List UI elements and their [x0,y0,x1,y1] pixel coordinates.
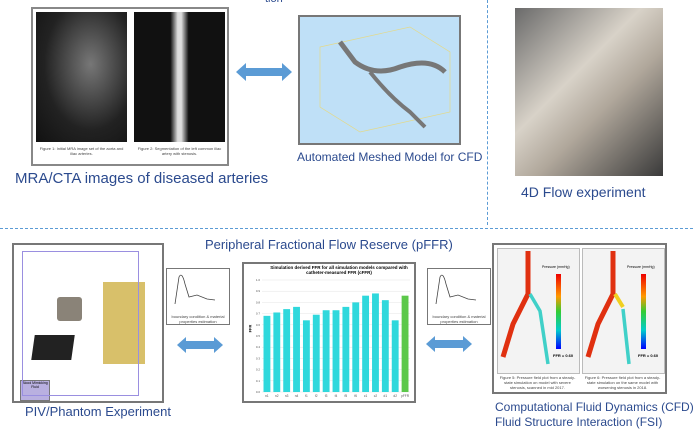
ffr-bar-chart: 0.0 0.1 0.2 0.3 0.4 0.5 0.6 0.7 0.8 0.9 1.0 n1 n2 n3 n… [256,278,410,398]
cfd-label: Computational Fluid Dynamics (CFD) [495,400,693,414]
camera-device [57,297,82,321]
x-tick-label: n1 [265,394,269,398]
legend-title: Pressure (mmHg) [542,265,570,269]
y-tick-label: 0.0 [256,390,261,394]
ffr-value-2: FFR = 0.60 [638,353,659,358]
meshed-model-panel [298,15,461,145]
bar-d1 [381,300,389,392]
cfd-figure-5: Pressure (mmHg) FFR = 0.60 [497,248,580,374]
mesh-label: Automated Meshed Model for CFD [297,150,483,164]
vertical-divider [487,0,488,225]
artery-pressure-plot-1 [500,251,561,365]
double-arrow-icon [426,336,472,352]
y-tick-label: 0.6 [256,323,261,327]
y-tick-label: 0.1 [256,379,261,383]
bar-f6 [352,302,360,392]
flow-label: 4D Flow experiment [521,184,646,200]
x-tick-label: d1 [384,394,388,398]
chart-title: Simulation derived FFR for all simulatio… [270,265,408,275]
fig5-caption: Figure 5: Pressure field plot from a ste… [499,375,576,390]
x-tick-label: f2 [315,394,318,398]
tubing-loop [22,251,139,396]
bar-pFFR [401,295,409,392]
mra-image-1 [36,12,127,142]
double-arrow-icon [236,63,292,81]
bar-f1 [302,320,310,392]
mesh-model-image [319,26,451,133]
mra-images-panel: Figure 1: Initial MRA image set of the a… [31,7,229,166]
fluid-box-label: Blood Mimicking Fluid [22,381,48,389]
fig2-caption: Figure 2: Segmentation of the left commo… [137,146,222,156]
piv-panel: Blood Mimicking Fluid [12,243,164,403]
bar-d2 [391,320,399,392]
cfd-figure-6: Pressure (mmHg) FFR = 0.60 [582,248,665,374]
x-tick-label: c2 [374,394,378,398]
x-tick-label: f6 [354,394,357,398]
piv-label: PIV/Phantom Experiment [25,404,171,419]
pressure-curve-icon [435,274,477,305]
mra-label: MRA/CTA images of diseased arteries [15,170,269,187]
artery-pressure-plot-2 [585,251,646,365]
x-tick-label: f1 [305,394,308,398]
fig1-caption: Figure 1: Initial MRA image set of the a… [39,146,124,156]
ffr-value-1: FFR = 0.60 [553,353,574,358]
bar-c1 [362,295,370,392]
fsi-label: Fluid Structure Interaction (FSI) [495,415,663,429]
y-tick-label: 0.4 [256,345,261,349]
bar-n3 [283,309,291,392]
bar-f3 [322,310,330,392]
y-tick-label: 0.3 [256,356,261,360]
bar-f5 [342,306,350,392]
x-tick-label: f4 [335,394,338,398]
x-tick-label: f5 [345,394,348,398]
boundary-condition-box-left: boundary condition & material properties… [166,268,230,325]
x-tick-label: c1 [364,394,368,398]
y-tick-label: 0.7 [256,312,261,316]
pffr-title: Peripheral Fractional Flow Reserve (pFFR… [205,237,453,252]
bc-caption-right: boundary condition & material properties… [432,314,486,324]
partial-heading: tion [265,0,283,5]
bar-c2 [372,293,379,392]
double-arrow-icon [177,337,223,353]
fig6-caption: Figure 6: Pressure field plot from a ste… [584,375,661,390]
y-tick-label: 0.5 [256,334,261,338]
legend-title: Pressure (mmHg) [627,265,655,269]
x-tick-label: n4 [295,394,299,398]
x-tick-label: f3 [325,394,328,398]
bar-f4 [332,310,340,392]
bar-n4 [293,306,300,392]
y-tick-label: 0.8 [256,300,261,304]
cfd-panel: Pressure (mmHg) FFR = 0.60 Pressure (mmH… [492,243,667,394]
x-tick-label: n3 [285,394,289,398]
y-tick-label: 0.9 [256,289,261,293]
bar-f2 [312,314,320,392]
boundary-condition-box-right: boundary condition & material properties… [427,268,491,325]
x-tick-label: d2 [393,394,397,398]
bar-n1 [263,315,271,392]
horizontal-divider [0,228,693,229]
pressure-curve-icon [174,274,216,305]
bar-n2 [273,312,281,392]
x-tick-label: n2 [275,394,279,398]
mra-image-2 [134,12,225,142]
y-tick-label: 1.0 [256,278,261,282]
flow-experiment-photo [515,8,663,176]
bc-caption-left: boundary condition & material properties… [171,314,225,324]
y-tick-label: 0.2 [256,368,261,372]
x-tick-label: pFFR [401,394,410,398]
ffr-chart-panel: Simulation derived FFR for all simulatio… [242,262,416,403]
